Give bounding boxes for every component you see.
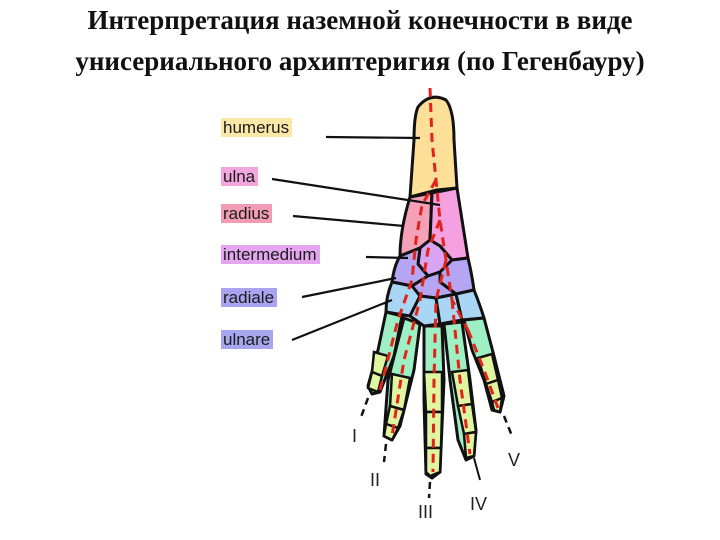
phalanx [388, 372, 412, 412]
digit-label-III: III [418, 502, 434, 522]
leader-intermedium [365, 255, 409, 260]
leader-radiale [301, 276, 397, 299]
leader-ulna [271, 177, 441, 207]
label-humerus: humerus [221, 118, 293, 137]
phalanx [382, 422, 400, 442]
axis-branch [390, 219, 442, 437]
phalanx [366, 370, 384, 394]
label-ulna: ulna [221, 167, 259, 186]
leader-radius [292, 214, 405, 228]
phalanx [422, 370, 444, 414]
digit-label-IV: IV [470, 494, 488, 514]
title-line-1: Интерпретация наземной конечности в виде [87, 5, 633, 35]
leader-humerus [325, 135, 421, 140]
axis-branch [378, 179, 438, 391]
label-radius: radius [221, 204, 273, 223]
digit-label-II: II [370, 470, 381, 490]
leader-ulnare [291, 298, 393, 342]
title-line-2: унисериального архиптеригия (по Гегенбау… [75, 46, 645, 76]
label-ulnare: ulnare [221, 330, 274, 349]
page-title: Интерпретация наземной конечности в виде… [0, 0, 720, 82]
digit-label-V: V [508, 450, 521, 470]
phalanx [462, 430, 478, 460]
axis-branch [431, 259, 448, 473]
axis-branch [450, 299, 472, 455]
label-intermedium: intermedium [221, 245, 320, 264]
digit-label-I: I [352, 426, 358, 446]
label-radiale: radiale [221, 288, 278, 307]
